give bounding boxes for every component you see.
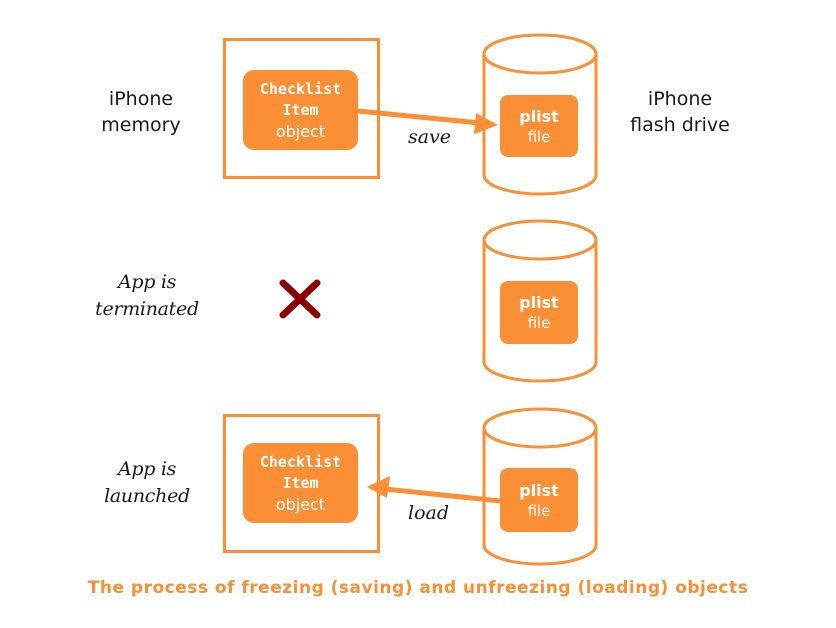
file-label: file xyxy=(527,127,551,146)
label-line: terminated xyxy=(95,298,199,320)
plist-file-top: plist file xyxy=(500,95,578,157)
iphone-flash-drive-label: iPhone flash drive xyxy=(612,86,748,138)
plist-label: plist xyxy=(519,480,559,500)
label-line: memory xyxy=(101,114,181,136)
save-arrowhead-icon xyxy=(474,113,498,134)
plist-label: plist xyxy=(519,293,559,312)
save-arrow-shaft xyxy=(357,108,481,126)
object-class-line1: Checklist xyxy=(259,452,342,471)
memory-box-top xyxy=(223,38,380,179)
diagram-caption: The process of freezing (saving) and unf… xyxy=(87,578,749,598)
object-class-line2: Item xyxy=(282,100,319,119)
label-line: launched xyxy=(104,485,190,507)
app-launched-label: App is launched xyxy=(84,456,210,510)
label-line: iPhone xyxy=(108,88,174,110)
label-line: App is xyxy=(117,271,177,293)
load-arrow xyxy=(367,476,501,504)
checklist-item-object-bottom: Checklist Item object xyxy=(243,443,358,523)
load-arrowhead-icon xyxy=(367,476,390,498)
plist-file-middle: plist file xyxy=(500,281,578,344)
label-line: iPhone xyxy=(647,88,713,110)
plist-file-bottom: plist file xyxy=(500,468,578,532)
save-arrow xyxy=(357,108,498,134)
file-label: file xyxy=(527,501,551,520)
iphone-memory-label: iPhone memory xyxy=(78,86,204,138)
object-class-line2: Item xyxy=(282,473,319,492)
cross-icon xyxy=(279,279,321,319)
object-kind: object xyxy=(275,494,326,514)
app-terminated-label: App is terminated xyxy=(84,269,210,323)
object-class-line1: Checklist xyxy=(259,79,342,98)
checklist-item-object-top: Checklist Item object xyxy=(243,70,358,150)
file-label: file xyxy=(527,314,551,332)
load-label: load xyxy=(408,502,450,524)
label-line: App is xyxy=(117,458,177,480)
label-line: flash drive xyxy=(630,114,730,136)
save-label: save xyxy=(408,126,452,148)
object-kind: object xyxy=(275,121,326,141)
load-arrow-shaft xyxy=(384,486,501,504)
plist-label: plist xyxy=(519,106,559,126)
